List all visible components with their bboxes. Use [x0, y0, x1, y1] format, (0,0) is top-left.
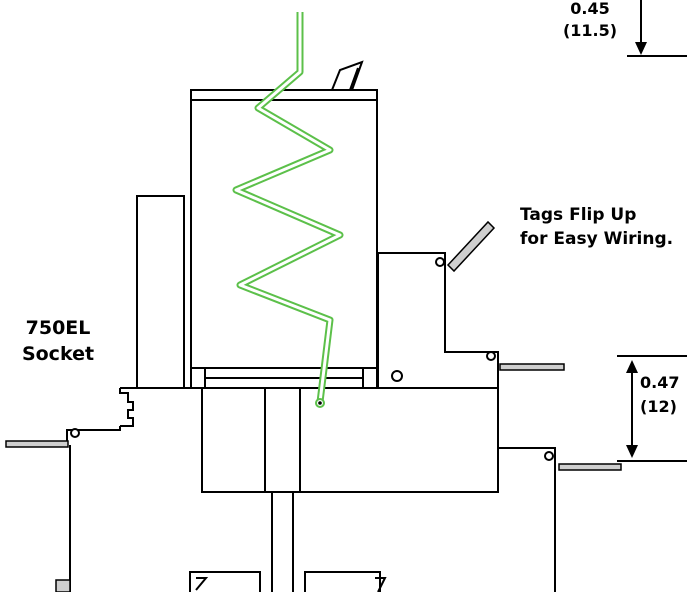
- top-dimension-mm: (11.5): [563, 21, 617, 40]
- terminal-tab-right-upper: [499, 363, 565, 371]
- rivets: [70, 257, 554, 461]
- right-dimension: [617, 355, 687, 462]
- socket-label-line1: 750EL: [26, 317, 91, 339]
- coil-wire: [232, 12, 344, 408]
- tags-label-line2: for Easy Wiring.: [520, 229, 673, 249]
- tags-label-line1: Tags Flip Up: [520, 205, 636, 225]
- relay-can: [190, 89, 378, 389]
- terminal-tab-left: [5, 440, 69, 448]
- socket-body: [66, 195, 556, 592]
- terminal-tabs: [5, 363, 622, 592]
- flip-up-tag: [446, 220, 496, 273]
- socket-label-line2: Socket: [22, 343, 94, 365]
- top-dimension-inches: 0.45: [570, 0, 609, 18]
- top-dimension: [627, 0, 687, 57]
- terminal-tab-right-lower: [558, 463, 622, 471]
- can-top-tab: [330, 60, 364, 91]
- terminal-tab-bottom-left: [55, 579, 71, 592]
- right-dimension-inches: 0.47: [640, 373, 679, 392]
- right-dimension-mm: (12): [640, 397, 677, 416]
